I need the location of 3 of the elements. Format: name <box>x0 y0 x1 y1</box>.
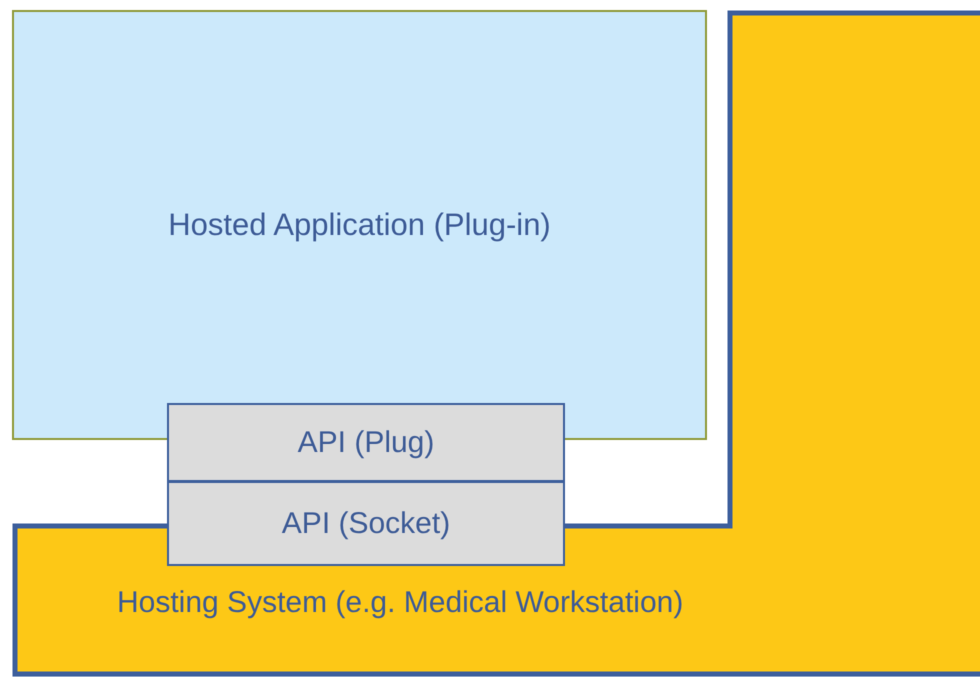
socket-layer: API (Socket) <box>167 481 565 566</box>
plug-layer: API (Plug) <box>167 403 565 482</box>
panel-label: Hosting System (e.g. Medical Workstation) <box>117 586 684 620</box>
